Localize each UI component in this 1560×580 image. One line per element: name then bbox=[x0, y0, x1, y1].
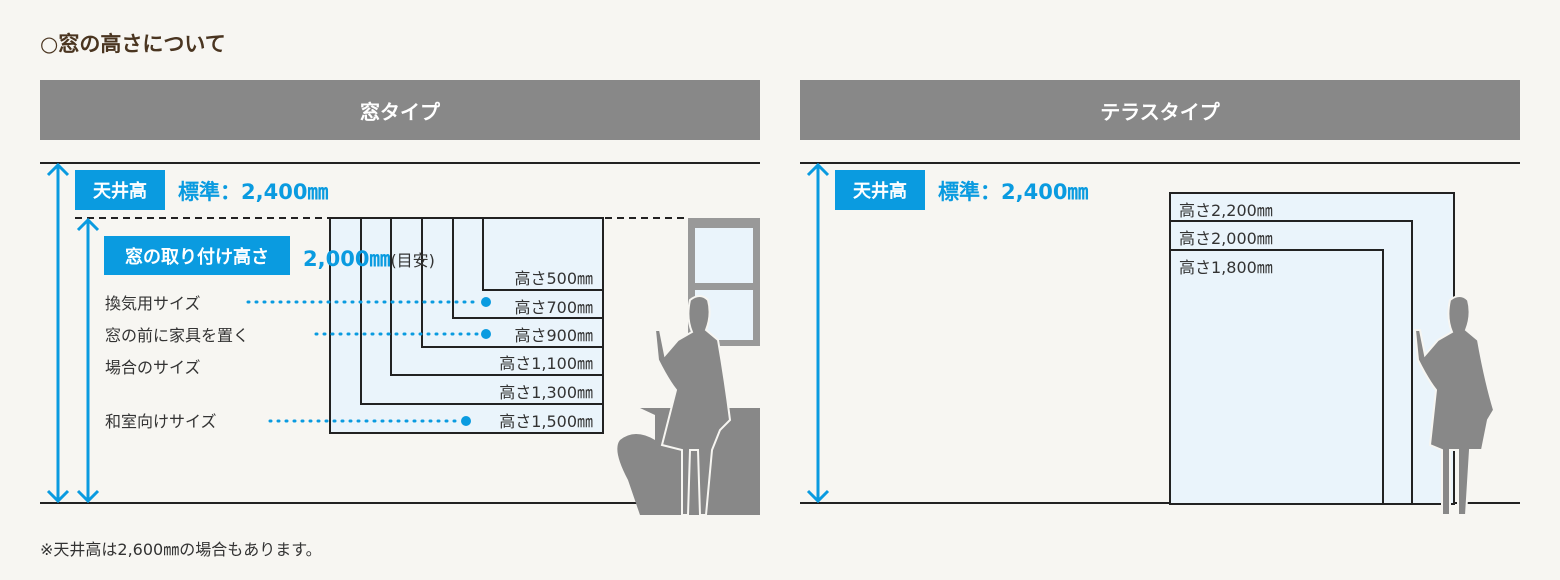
box-1800 bbox=[1169, 249, 1384, 505]
window-size-boxes bbox=[329, 217, 604, 434]
note-furniture-2: 場合のサイズ bbox=[105, 358, 201, 377]
install-height-note: (目安) bbox=[390, 251, 435, 270]
install-height-badge: 窓の取り付け高さ bbox=[104, 236, 290, 275]
box-500 bbox=[482, 217, 604, 291]
footnote: ※天井高は2,600㎜の場合もあります。 bbox=[40, 540, 322, 559]
terrace-size-boxes bbox=[1169, 192, 1455, 505]
leader-dot bbox=[461, 416, 471, 426]
ceiling-height-arrow bbox=[46, 162, 70, 504]
size-label-1100: 高さ1,100㎜ bbox=[499, 354, 593, 373]
note-ventilation: 換気用サイズ bbox=[105, 294, 201, 313]
terrace-type-header: テラスタイプ bbox=[800, 80, 1520, 140]
person-silhouette bbox=[1413, 295, 1496, 516]
ceiling-height-badge: 天井高 bbox=[835, 170, 925, 210]
ceiling-height-value: 標準：2,400㎜ bbox=[178, 180, 329, 204]
ceiling-height-value: 標準：2,400㎜ bbox=[938, 180, 1089, 204]
person-silhouette bbox=[653, 295, 732, 516]
window-illustration bbox=[688, 218, 760, 346]
leader-dot bbox=[481, 329, 491, 339]
size-label-1300: 高さ1,300㎜ bbox=[499, 383, 593, 402]
size-label-2200: 高さ2,200㎜ bbox=[1179, 201, 1273, 220]
window-type-header: 窓タイプ bbox=[40, 80, 760, 140]
install-height-arrow bbox=[76, 217, 100, 504]
size-label-2000: 高さ2,000㎜ bbox=[1179, 229, 1273, 248]
ceiling-height-arrow bbox=[806, 162, 830, 504]
leader-dot bbox=[481, 297, 491, 307]
size-label-900: 高さ900㎜ bbox=[514, 326, 593, 345]
size-label-500: 高さ500㎜ bbox=[514, 269, 593, 288]
size-label-1500: 高さ1,500㎜ bbox=[499, 412, 593, 431]
install-height-value: 2,000㎜ bbox=[303, 247, 391, 271]
size-label-700: 高さ700㎜ bbox=[514, 298, 593, 317]
note-furniture-1: 窓の前に家具を置く bbox=[105, 326, 250, 345]
section-title: ○窓の高さについて bbox=[40, 32, 226, 56]
note-japanese-room: 和室向けサイズ bbox=[105, 412, 217, 431]
install-height-text: 2,000㎜(目安) bbox=[303, 243, 435, 273]
size-label-1800: 高さ1,800㎜ bbox=[1179, 258, 1273, 277]
ceiling-height-badge: 天井高 bbox=[75, 170, 165, 210]
leader-dots bbox=[246, 300, 482, 423]
